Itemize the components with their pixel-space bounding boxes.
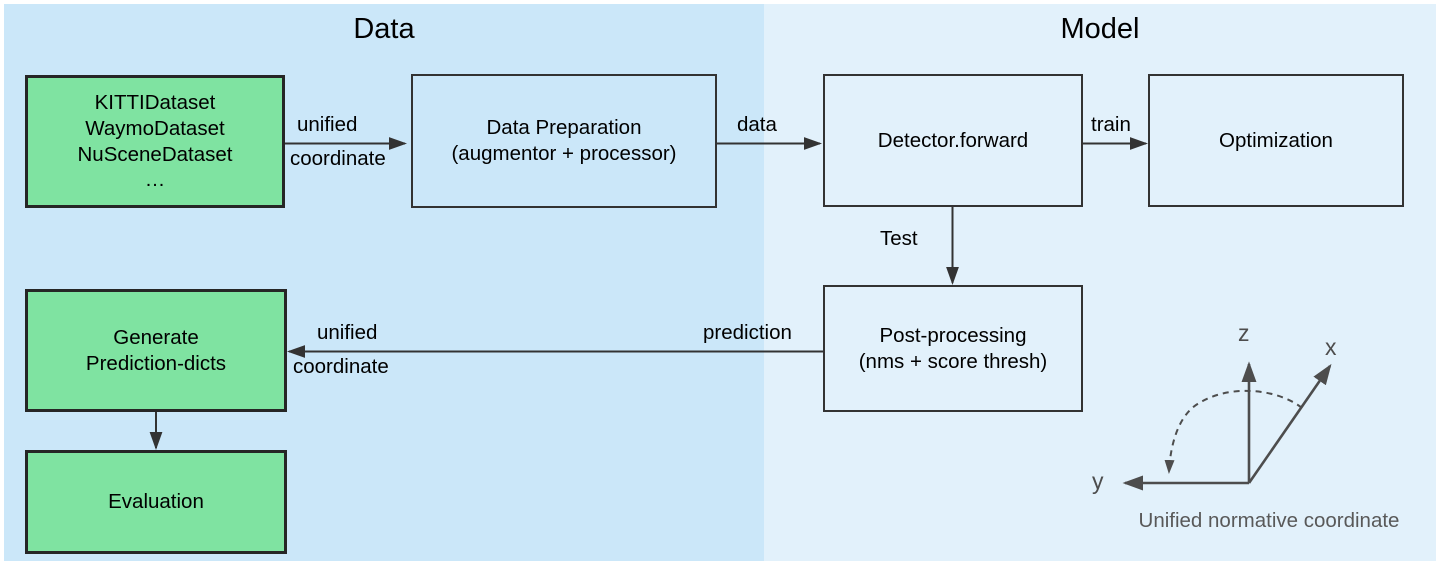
- edge-label-unified-top-2: unified: [317, 321, 378, 344]
- post-processing-box[interactable]: Post-processing (nms + score thresh): [823, 285, 1083, 412]
- optimization-box[interactable]: Optimization: [1148, 74, 1404, 207]
- edge-label-unified-top: unified: [297, 113, 358, 136]
- coord-label-x: x: [1325, 334, 1337, 360]
- edge-label-coordinate-bottom: coordinate: [290, 147, 386, 170]
- evaluation-box[interactable]: Evaluation: [25, 450, 287, 554]
- edge-label-coordinate-bottom-2: coordinate: [293, 355, 389, 378]
- coordinate-caption: Unified normative coordinate: [1138, 509, 1400, 532]
- coord-label-y: y: [1092, 468, 1104, 494]
- edge-label-data: data: [737, 113, 777, 136]
- model-panel-title: Model: [1060, 13, 1140, 45]
- datasets-box[interactable]: KITTIDataset WaymoDataset NuSceneDataset…: [25, 75, 285, 208]
- edge-label-test: Test: [880, 227, 918, 250]
- generate-prediction-dicts-box[interactable]: Generate Prediction-dicts: [25, 289, 287, 412]
- edge-label-prediction: prediction: [703, 321, 792, 344]
- coord-label-z: z: [1238, 320, 1250, 346]
- data-panel-title: Data: [353, 13, 415, 45]
- detector-forward-box[interactable]: Detector.forward: [823, 74, 1083, 207]
- data-preparation-box[interactable]: Data Preparation (augmentor + processor): [411, 74, 717, 208]
- edge-label-train: train: [1091, 113, 1131, 136]
